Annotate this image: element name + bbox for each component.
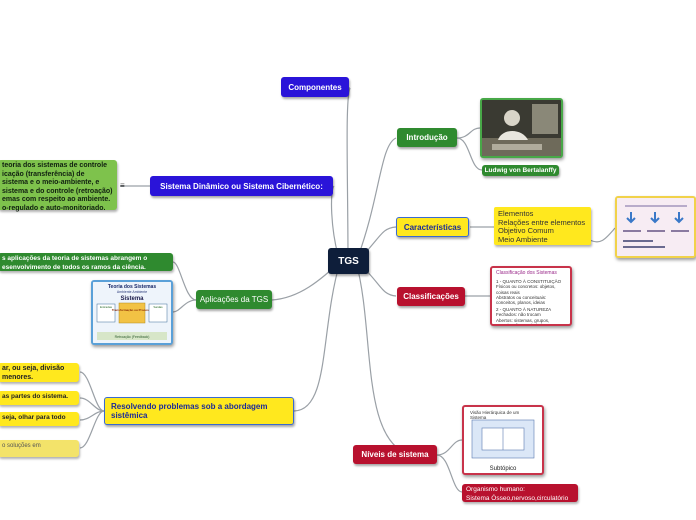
topic-niveis-label: Níveis de sistema: [361, 450, 428, 459]
system-diagram: Teoria dos Sistemas Ambiente Ambiente Si…: [93, 282, 171, 343]
aplicacoes-note[interactable]: s aplicações da teoria de sistemas abran…: [0, 253, 173, 271]
topic-resolvendo[interactable]: Resolvendo problemas sob a abordagem sis…: [104, 397, 294, 425]
resolvendo-note-4[interactable]: o soluções em: [0, 440, 79, 457]
thumb-subtitle: Ambiente Ambiente: [117, 290, 147, 294]
resolvendo-note-line: as partes do sistema.: [2, 393, 75, 402]
portrait-image: [482, 100, 561, 156]
niveis-caption: Subtópico: [464, 466, 542, 472]
dinamico-note-line: o-regulado e auto-monitoriado.: [2, 205, 113, 214]
list-icon: ≡: [120, 181, 125, 190]
photo-caption-text: Ludwig von Bertalanffy: [485, 167, 557, 174]
resolvendo-note-line: menores.: [2, 374, 75, 383]
resolvendo-note-line: o soluções em: [2, 442, 75, 451]
organismo-note[interactable]: Organismo humano: Sistema Ósseo,nervoso,…: [462, 484, 578, 502]
organismo-line: Sistema Ósseo,nervoso,circulatório: [466, 495, 574, 504]
diagram-thumbnail: [617, 198, 694, 256]
dinamico-note-line: icação (transferência) de: [2, 171, 113, 180]
topic-componentes-label: Componentes: [288, 83, 341, 92]
topic-aplicacoes-label: Aplicações da TGS: [200, 295, 268, 304]
dinamico-note-line: sistema e o meio-ambiente, e: [2, 179, 113, 188]
topic-resolvendo-label: Resolvendo problemas sob a abordagem: [111, 402, 267, 411]
list-item: Meio Ambiente: [498, 236, 587, 245]
thumb-saidas: Saídas: [153, 305, 163, 309]
thumb-entradas: Entradas: [100, 305, 113, 309]
bertalanffy-photo[interactable]: [480, 98, 563, 158]
aplicacoes-image[interactable]: Teoria dos Sistemas Ambiente Ambiente Si…: [91, 280, 173, 345]
thumb-line: Abstratos ou conceituais: conceitos, pla…: [496, 295, 566, 305]
niveis-image[interactable]: Visão Hierárquica de um Sistema Subtópic…: [462, 405, 544, 475]
topic-dinamico[interactable]: Sistema Dinâmico ou Sistema Cibernético:: [150, 176, 333, 196]
resolvendo-note-1[interactable]: ar, ou seja, divisão menores.: [0, 363, 79, 382]
thumb-processo: Transformação ou Processo: [112, 308, 153, 312]
topic-classificacoes[interactable]: Classificações: [397, 287, 465, 306]
topic-classificacoes-label: Classificações: [403, 292, 459, 301]
thumb-retroacao: Retroação (Feedback): [115, 335, 150, 339]
aplicacoes-note-line: s aplicações da teoria de sistemas abran…: [2, 255, 169, 264]
thumb-line: Físicos ou concretos: objetos, coisas re…: [496, 284, 566, 294]
thumb-line: Abertos: sistemas, grupos, organizações …: [496, 318, 566, 326]
topic-resolvendo-label: sistêmica: [111, 411, 267, 420]
dinamico-note-line: sistema e do controle (retroação): [2, 188, 113, 197]
resolvendo-note-3[interactable]: seja, olhar para todo: [0, 412, 79, 426]
dinamico-note-line: emas com respeito ao ambiente.: [2, 196, 113, 205]
caracteristicas-image[interactable]: [615, 196, 696, 258]
dinamico-note-line: teoria dos sistemas de controle: [2, 162, 113, 171]
topic-caracteristicas-label: Características: [404, 223, 461, 232]
resolvendo-note-2[interactable]: as partes do sistema.: [0, 391, 79, 405]
resolvendo-note-line: seja, olhar para todo: [2, 414, 75, 423]
classificacoes-image[interactable]: Classificação dos Sistemas 1 - QUANTO À …: [490, 266, 572, 326]
dinamico-note[interactable]: teoria dos sistemas de controle icação (…: [0, 160, 117, 210]
center-label: TGS: [338, 256, 359, 267]
thumb-title: Classificação dos Sistemas: [496, 271, 566, 276]
topic-dinamico-label: Sistema Dinâmico ou Sistema Cibernético:: [160, 182, 323, 191]
topic-introducao-label: Introdução: [406, 133, 447, 142]
caracteristicas-list: Elementos Relações entre elementos Objet…: [494, 207, 591, 245]
center-node[interactable]: TGS: [328, 248, 369, 274]
photo-caption: Ludwig von Bertalanffy: [482, 165, 559, 176]
thumb-sistema: Sistema: [120, 296, 144, 302]
topic-niveis[interactable]: Níveis de sistema: [353, 445, 437, 464]
organismo-line: Organismo humano:: [466, 486, 574, 495]
topic-introducao[interactable]: Introdução: [397, 128, 457, 147]
resolvendo-note-line: ar, ou seja, divisão: [2, 365, 75, 374]
topic-componentes[interactable]: Componentes: [281, 77, 349, 97]
topic-aplicacoes[interactable]: Aplicações da TGS: [196, 290, 272, 309]
topic-caracteristicas[interactable]: Características: [396, 217, 469, 237]
hierarchy-diagram: [464, 418, 542, 462]
aplicacoes-note-line: esenvolvimento de todos os ramos da ciên…: [2, 264, 169, 273]
